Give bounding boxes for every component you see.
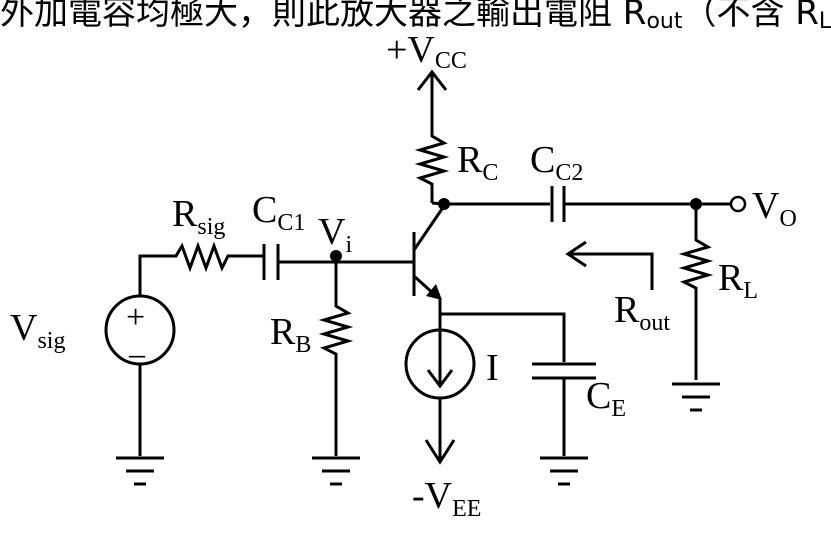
ground-ce bbox=[540, 456, 588, 486]
plus-sign: + bbox=[126, 299, 145, 336]
vee-label: -VEE bbox=[412, 475, 481, 522]
cc2-label: CC2 bbox=[530, 139, 583, 186]
current-source bbox=[404, 328, 476, 465]
i-label: I bbox=[486, 347, 499, 389]
rsig-resistor bbox=[138, 241, 264, 296]
rc-label: RC bbox=[457, 139, 498, 186]
minus-sign: – bbox=[128, 335, 146, 371]
vcc-label: +VCC bbox=[386, 29, 467, 74]
rb-label: RB bbox=[270, 311, 311, 358]
rc-resistor bbox=[414, 128, 450, 203]
collector-wire bbox=[431, 201, 550, 206]
vsig-label: Vsig bbox=[10, 307, 65, 354]
rsig-label: Rsig bbox=[172, 193, 225, 240]
ground-vsig bbox=[116, 456, 164, 486]
vo-terminal bbox=[729, 195, 747, 213]
bjt-transistor bbox=[412, 205, 446, 300]
rout-arrow bbox=[565, 240, 654, 290]
vcc-supply-arrow bbox=[416, 69, 448, 128]
emitter-wire bbox=[438, 298, 566, 362]
ce-label: CE bbox=[586, 375, 626, 422]
ground-rb bbox=[312, 456, 360, 486]
vo-label: VO bbox=[752, 185, 797, 232]
cc1-label: CC1 bbox=[252, 189, 305, 236]
rl-label: RL bbox=[718, 257, 758, 304]
vi-label: Vi bbox=[318, 211, 352, 258]
rb-resistor bbox=[318, 256, 354, 456]
header-text: 外加電容均極大，則此放大器之輸出電阻 Rout（不含 RL bbox=[0, 0, 831, 34]
rl-resistor bbox=[678, 204, 714, 380]
rout-label: Rout bbox=[614, 289, 670, 336]
cc2-capacitor bbox=[550, 186, 566, 222]
ground-rl bbox=[672, 382, 720, 412]
ce-capacitor bbox=[532, 362, 596, 456]
cc1-capacitor bbox=[262, 244, 296, 280]
vsig-source bbox=[104, 294, 176, 456]
